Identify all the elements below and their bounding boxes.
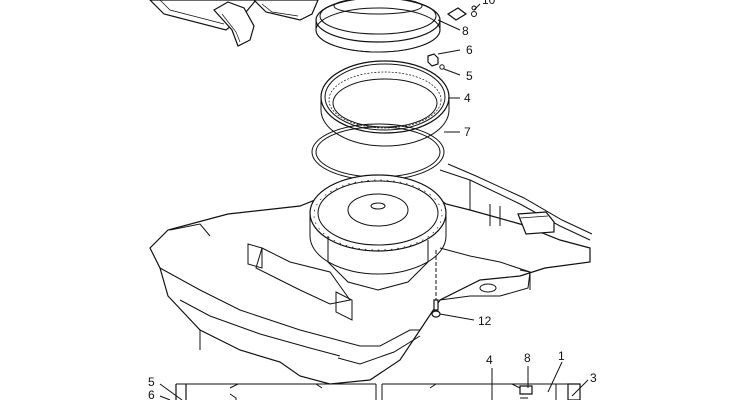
callout-4-bottom: 4 [486, 353, 493, 367]
callout-1: 1 [558, 349, 565, 363]
callout-3: 3 [590, 371, 597, 385]
seal-ring [315, 7, 441, 53]
callout-8-top: 8 [462, 24, 469, 38]
leader-lines [159, 3, 589, 400]
callout-12: 12 [478, 314, 492, 328]
grease-fitting-part [446, 5, 477, 21]
callout-6-left: 6 [148, 388, 155, 400]
track-links [149, 0, 319, 47]
callout-7: 7 [464, 125, 471, 139]
callout-labels: 10 8 6 5 4 7 12 4 8 1 3 5 6 [148, 0, 597, 400]
callout-5-left: 5 [148, 375, 155, 389]
plug-parts [427, 53, 445, 70]
gear-ring [320, 60, 450, 147]
callout-10: 10 [482, 0, 496, 7]
mounting-bolt [431, 250, 441, 318]
callout-8-bottom: 8 [524, 351, 531, 365]
revolving-frame [149, 163, 593, 385]
callout-5-top: 5 [466, 69, 473, 83]
callout-6: 6 [466, 43, 473, 57]
callout-4-top: 4 [464, 91, 471, 105]
section-view [175, 383, 581, 400]
